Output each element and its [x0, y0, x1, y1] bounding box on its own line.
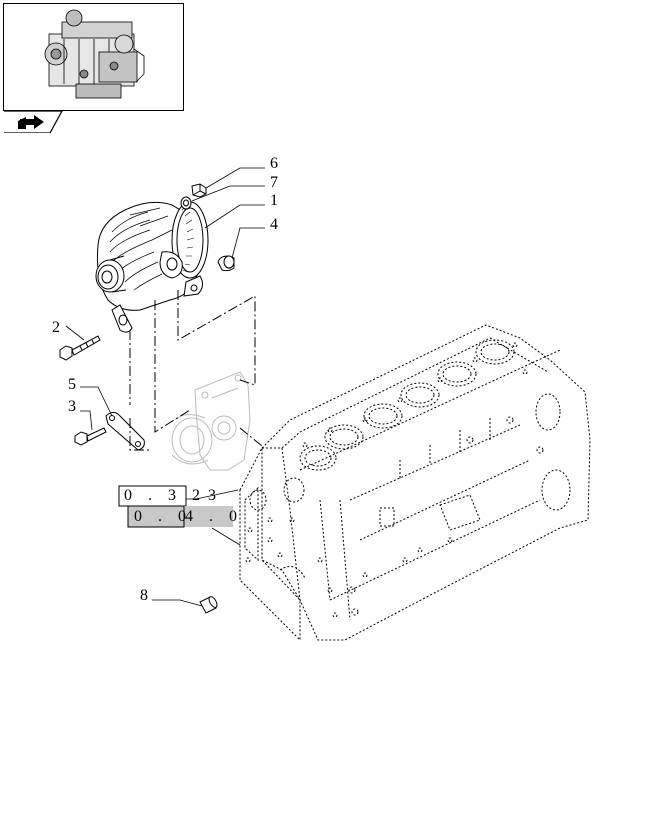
pin-part-8	[199, 596, 218, 614]
engine-thumbnail-icon	[44, 9, 145, 99]
bolt-part-3	[74, 427, 107, 446]
callout-3b: 3	[208, 487, 216, 504]
callout-3a: 3	[68, 398, 76, 415]
leader-lines	[65, 167, 265, 607]
engine-block	[239, 324, 591, 642]
callout-5: 5	[68, 376, 76, 393]
callout-7: 7	[270, 174, 278, 191]
ref-box-2-highlight	[128, 506, 233, 527]
washer-part-7	[180, 196, 192, 210]
callout-4: 4	[270, 216, 278, 233]
callout-8: 8	[140, 587, 148, 604]
arrow-right-icon	[18, 115, 44, 129]
ref-box-2-suffix: 4 . 0	[185, 508, 243, 525]
callout-numbers: 6 7 1 4 2 5 3 3 8	[52, 155, 278, 604]
callout-2: 2	[52, 319, 60, 336]
spacer-part-4	[217, 255, 235, 272]
engine-thumbnail-frame[interactable]	[3, 3, 184, 111]
alternator-support-ghost	[171, 371, 251, 471]
assembly-lines	[129, 290, 263, 451]
ref-box-2-frame	[127, 505, 185, 528]
callout-6: 6	[270, 155, 278, 172]
strap-part-5	[105, 411, 145, 451]
next-page-tab[interactable]	[4, 110, 66, 134]
callout-1: 1	[270, 192, 278, 209]
ref-box-1-code[interactable]: 0 . 3 2	[124, 487, 206, 504]
ref-box-2-code[interactable]: 0 . 0	[134, 508, 192, 525]
alternator	[95, 201, 209, 333]
bolt-part-2	[59, 335, 101, 361]
nut-part-6	[191, 183, 207, 198]
